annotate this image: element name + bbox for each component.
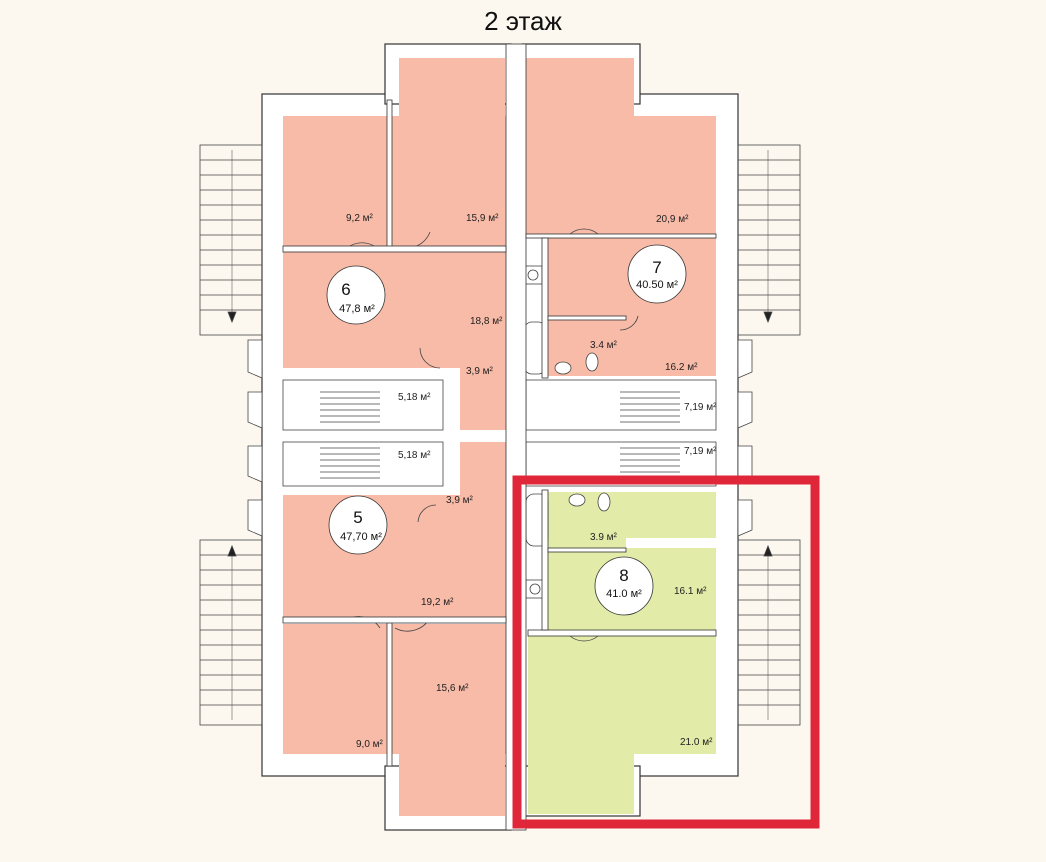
floor-title: 2 этаж	[484, 6, 562, 36]
room-label-9-2: 9,2 м²	[346, 213, 374, 224]
room-label-5-18-b: 5,18 м²	[398, 450, 431, 461]
unit-5-area: 47,70 м²	[340, 531, 382, 543]
unit-8-number: 8	[619, 566, 628, 585]
room-9-0	[283, 624, 387, 754]
room-label-15-9: 15,9 м²	[466, 213, 499, 224]
stair-core-top	[282, 379, 444, 431]
room-20-9	[526, 116, 716, 234]
room-15-9	[392, 116, 506, 246]
room-15-6	[392, 624, 506, 754]
room-3-9-a	[460, 340, 506, 430]
left-gallery-top	[199, 144, 263, 336]
room-label-3-9-c: 3.9 м²	[590, 532, 618, 543]
room-label-3-4: 3.4 м²	[590, 340, 618, 351]
room-20-9-top	[526, 58, 634, 118]
stair-steps-right	[620, 391, 680, 473]
room-label-18-8: 18,8 м²	[470, 316, 503, 327]
room-19-2	[283, 495, 506, 617]
vestibules	[247, 339, 753, 537]
room-label-3-9-a: 3,9 м²	[466, 366, 494, 377]
right-gallery-bottom	[737, 539, 801, 726]
unit-8-badge[interactable]: 8 41.0 м²	[594, 556, 654, 616]
room-label-9-0: 9,0 м²	[356, 739, 384, 750]
unit-6-number: 6	[341, 280, 350, 299]
room-label-16-1: 16.1 м²	[674, 586, 707, 597]
right-gallery-top	[737, 144, 801, 336]
room-label-7-19-a: 7,19 м²	[684, 402, 717, 413]
unit-5-number: 5	[353, 508, 362, 527]
unit-7-badge[interactable]: 7 40.50 м²	[627, 244, 687, 304]
room-label-7-19-b: 7,19 м²	[684, 446, 717, 457]
unit-6-area: 47,8 м²	[339, 303, 375, 315]
room-label-15-6: 15,6 м²	[436, 683, 469, 694]
room-label-5-18-a: 5,18 м²	[398, 392, 431, 403]
room-label-3-9-b: 3,9 м²	[446, 495, 474, 506]
room-15-6-bottom	[399, 752, 505, 816]
stair-steps-bottom	[320, 447, 380, 479]
room-3-9-c-ext	[626, 492, 716, 538]
unit-8-highlight[interactable]	[512, 475, 820, 829]
unit-7-area: 40.50 м²	[636, 279, 678, 291]
bathroom-fixtures-unit7	[523, 265, 599, 375]
room-label-19-2: 19,2 м²	[421, 597, 454, 608]
unit-5-badge[interactable]: 5 47,70 м²	[328, 495, 388, 555]
room-label-20-9: 20,9 м²	[656, 214, 689, 225]
room-label-16-2: 16.2 м²	[665, 362, 698, 373]
room-21-0	[528, 636, 716, 754]
room-15-9-top	[399, 58, 505, 118]
room-label-21-0: 21.0 м²	[680, 737, 713, 748]
stair-steps-top	[320, 391, 380, 423]
room-9-2	[283, 116, 387, 246]
unit-8-area: 41.0 м²	[606, 588, 642, 600]
unit-7-number: 7	[652, 258, 661, 277]
room-3-9-c	[548, 492, 626, 548]
unit-6-badge[interactable]: 6 47,8 м²	[326, 265, 386, 325]
stair-core-bottom	[282, 441, 444, 487]
left-gallery-bottom	[199, 539, 263, 726]
room-21-0-bottom	[528, 752, 634, 814]
